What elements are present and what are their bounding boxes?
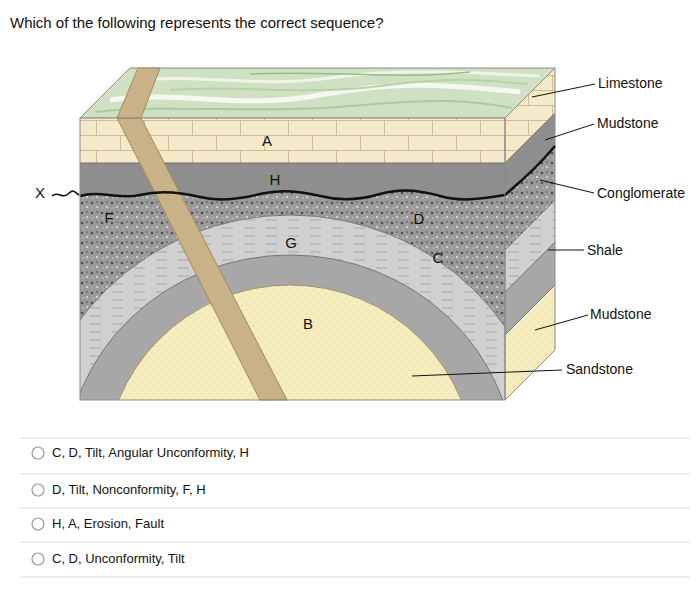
answer-option: C, D, Unconformity, Tilt (52, 552, 185, 567)
rock-name: Sandstone (566, 361, 633, 377)
contact-letter: X (35, 184, 45, 201)
rock-name: Mudstone (590, 306, 651, 322)
layer-letter: G (285, 234, 297, 251)
layer-letter: C (433, 249, 444, 266)
rock-name: Conglomerate (597, 185, 685, 201)
answer-option: D, Tilt, Nonconformity, F, H (52, 483, 206, 498)
rock-name: Shale (587, 242, 623, 258)
answer-option: H, A, Erosion, Fault (52, 517, 164, 532)
layer-letter: D (414, 210, 425, 227)
rock-name: Mudstone (597, 115, 658, 131)
layer-letter: H (270, 171, 281, 188)
question-title: Which of the following represents the co… (10, 14, 384, 31)
rock-name: Limestone (598, 75, 663, 91)
layer-letter: B (303, 315, 313, 332)
layer-letter: A (262, 132, 272, 149)
feature-letter: F (104, 209, 113, 226)
answer-option: C, D, Tilt, Angular Unconformity, H (52, 446, 249, 461)
